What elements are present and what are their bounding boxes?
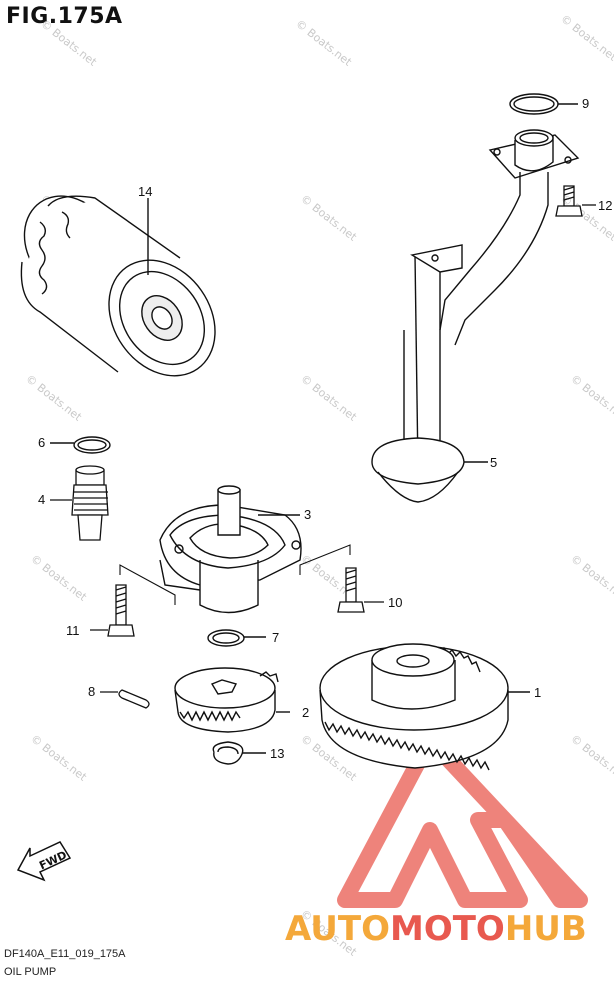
part-13-circlip — [213, 742, 266, 764]
brand-logo: AUTOMOTOHUB — [285, 732, 588, 949]
watermark: © Boats.net — [23, 372, 84, 424]
fwd-arrow: FWD — [16, 841, 72, 882]
callout-9: 9 — [582, 96, 589, 111]
callout-7: 7 — [272, 630, 279, 645]
callout-layer: 1 2 3 4 5 6 7 8 9 10 11 12 13 14 — [38, 96, 612, 761]
part-10-bolt — [338, 568, 384, 612]
brand-word-auto: AUTO — [285, 909, 390, 949]
callout-1: 1 — [534, 685, 541, 700]
assembly-bracket-left — [120, 565, 175, 605]
diagram-name: OIL PUMP — [4, 966, 57, 978]
part-2-inner-rotor — [175, 668, 290, 732]
callout-12: 12 — [598, 198, 612, 213]
brand-logo-mark — [337, 732, 588, 908]
fwd-arrow-shape — [16, 841, 72, 882]
watermark: © Boats.net — [568, 552, 614, 604]
part-12-bolt — [556, 186, 596, 216]
watermark: © Boats.net — [28, 732, 89, 784]
callout-5: 5 — [490, 455, 497, 470]
part-4-fitting — [50, 466, 108, 540]
callout-8: 8 — [88, 684, 95, 699]
callout-6: 6 — [38, 435, 45, 450]
callout-14: 14 — [138, 184, 152, 199]
part-6-o-ring — [50, 437, 110, 453]
part-3-oil-pump-body — [160, 486, 301, 613]
callout-10: 10 — [388, 595, 402, 610]
watermark: © Boats.net — [293, 17, 354, 69]
brand-word-moto: MOTO — [390, 909, 505, 949]
part-7-o-ring — [208, 630, 266, 646]
watermark: © Boats.net — [298, 372, 359, 424]
part-14-oil-filter — [6, 178, 237, 396]
part-9-o-ring — [510, 94, 578, 114]
watermark: © Boats.net — [298, 192, 359, 244]
watermark: © Boats.net — [558, 12, 614, 64]
watermark: © Boats.net — [28, 552, 89, 604]
brand-word-hub: HUB — [505, 909, 587, 949]
callout-13: 13 — [270, 746, 284, 761]
part-1-outer-rotor — [320, 644, 530, 770]
part-8-pin — [100, 690, 149, 708]
watermark: © Boats.net — [568, 372, 614, 424]
figure-title: FIG.175A — [6, 4, 123, 29]
assembly-bracket-right — [300, 545, 350, 575]
watermark: © Boats.net — [568, 732, 614, 784]
callout-3: 3 — [304, 507, 311, 522]
watermark: © Boats.net — [38, 17, 99, 69]
callout-4: 4 — [38, 492, 45, 507]
diagram-code: DF140A_E11_019_175A — [4, 948, 126, 960]
part-11-bolt — [90, 585, 134, 636]
brand-wordmark: AUTOMOTOHUB — [285, 909, 587, 949]
callout-2: 2 — [302, 705, 309, 720]
callout-11: 11 — [66, 623, 80, 638]
part-5-oil-strainer — [372, 130, 578, 502]
